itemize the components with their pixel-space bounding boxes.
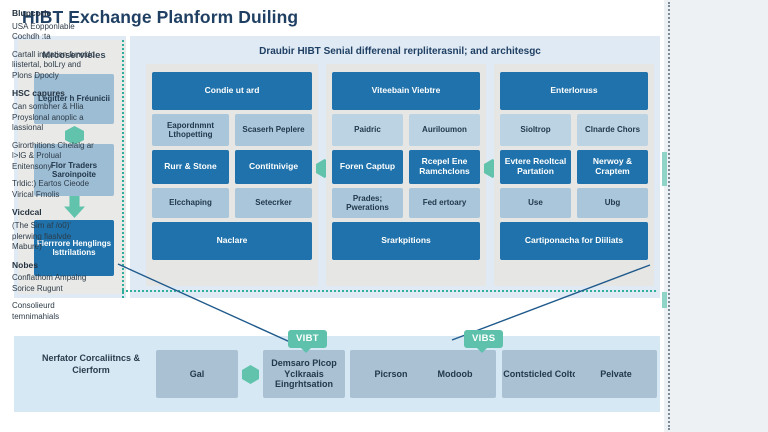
hexagon-connector-icon [65,126,84,145]
microservice-box-2[interactable]: Flor Traders Saroinpoite [34,144,114,196]
note-paragraph-0-1: Cartall imcation funrrdo liistertal, bol… [12,49,95,80]
lower-box-5[interactable]: Contsticled Coltos [502,350,584,398]
note-heading-1: HSC capures [12,88,65,99]
note-paragraph-2-0: (The Sim af /o0)' plerwing fiaslvde Mabu… [12,220,72,252]
lower-panel-label: Nerfator Corcaliitncs & Cierform [41,353,141,376]
note-block-3: Nobes Conflathom Ampalng Sorice Rugunt C… [12,260,100,323]
notes-sidebar [664,0,768,432]
lower-box-6[interactable]: Pelvate [575,350,657,398]
group-3-cell-r2-a[interactable]: Sioltrop [500,114,571,146]
hexagon-connector-lower-1-icon [242,365,259,384]
notes-dotted-border [668,2,670,430]
group-2-cell-r4-b[interactable]: Fed ertoary [409,188,480,218]
note-heading-3: Nobes [12,259,38,270]
architecture-group-1: Condie ut ard Eapordnmnt Lthopetting Sca… [146,64,318,286]
group-1-cell-r5[interactable]: Naclare [152,222,312,260]
sidebar-edge-marker-1 [662,152,667,186]
group-1-cell-r4-a[interactable]: Elcchaping [152,188,229,218]
note-block-1: HSC capures Can sombher & Hlia Proyslona… [12,88,100,200]
group-3-cell-r2-b[interactable]: Clnarde Chors [577,114,648,146]
lower-box-1[interactable]: Gal [156,350,238,398]
tag-vibs[interactable]: VIBS [464,330,504,353]
group-1-cell-r4-b[interactable]: Setecrker [235,188,312,218]
page-title: HIBT Exchange Planform Duiling [22,7,299,27]
note-paragraph-1-2: Trldic:) Eartos Cieode Virical Fmolis [12,179,90,199]
group-3-cell-r3-a[interactable]: Evtere Reoltcal Partation [500,150,571,184]
group-3-cell-r1[interactable]: Enterloruss [500,72,648,110]
note-paragraph-1-0: Can sombher & Hlia Proyslonal anoplic a … [12,101,84,133]
sidebar-edge-marker-2 [662,292,667,308]
note-heading-2: Vicdcal [12,207,42,218]
architecture-group-2: Viteebain Viebtre Paidric Auriloumon For… [326,64,486,286]
group-1-cell-r3-b[interactable]: Contitnivige [235,150,312,184]
microservices-column: Mrcoservieles Legitter h Fréunicii Flor … [18,40,130,294]
architecture-group-3: Enterloruss Sioltrop Clnarde Chors Evter… [494,64,654,286]
tag-vibt[interactable]: VIBT [288,330,327,353]
group-1-cell-r2-a[interactable]: Eapordnmnt Lthopetting [152,114,229,146]
group-3-cell-r4-a[interactable]: Use [500,188,571,218]
microservice-box-1[interactable]: Legitter h Fréunicii [34,74,114,124]
group-1-cell-r3-a[interactable]: Rurr & Stone [152,150,229,184]
main-area-header: Draubir HIBT Senial differenal rerpliter… [259,46,541,57]
dotted-horizontal-divider [122,290,656,292]
microservice-box-3[interactable]: Flerrrore Henglings Isttrilations [34,220,114,276]
note-heading-0: Blupcoric [12,8,52,18]
dotted-vertical-divider [122,40,124,298]
lower-box-2[interactable]: Demsaro Plcop Yclkraais Eingrhtsation [263,350,345,398]
group-2-cell-r4-a[interactable]: Prades; Pwerations [332,188,403,218]
lower-platform-panel: Nerfator Corcaliitncs & Cierform Gal Dem… [14,336,660,412]
lower-box-4[interactable]: Modoob [414,350,496,398]
group-1-cell-r2-b[interactable]: Scaserh Peplere [235,114,312,146]
main-architecture-area: Draubir HIBT Senial differenal rerpliter… [144,40,656,294]
group-3-cell-r5[interactable]: Cartiponacha for Diiliats [500,222,648,260]
group-2-cell-r2-a[interactable]: Paidric [332,114,403,146]
group-2-cell-r1[interactable]: Viteebain Viebtre [332,72,480,110]
group-2-cell-r3-b[interactable]: Rcepel Ene Ramchclons [409,150,480,184]
column-gap-divider [126,36,130,298]
group-3-cell-r4-b[interactable]: Ubg [577,188,648,218]
note-paragraph-0-0: USA Eopponlable Cochdh :ta [12,21,75,42]
microservices-column-title: Mrcoservieles [42,50,106,61]
note-paragraph-3-1: Consolieurd temnimahials [12,301,60,321]
group-3-cell-r3-b[interactable]: Nerwoy & Craptem [577,150,648,184]
upper-architecture-panel: Mrcoservieles Legitter h Fréunicii Flor … [14,36,660,298]
group-2-cell-r3-a[interactable]: Foren Captup [332,150,403,184]
group-1-cell-r1[interactable]: Condie ut ard [152,72,312,110]
group-2-cell-r5[interactable]: Srarkpitions [332,222,480,260]
note-block-2: Vicdcal (The Sim af /o0)' plerwing fiasl… [12,207,100,252]
note-block-0: Blupcoric USA Eopponlable Cochdh :ta Car… [12,8,100,81]
notes-content: Blupcoric USA Eopponlable Cochdh :ta Car… [12,8,100,329]
note-paragraph-1-1: Girorthitions Chelalg ar l>lG & Prolual … [12,140,94,171]
note-paragraph-3-0: Conflathom Ampalng Sorice Rugunt [12,273,87,293]
group-2-cell-r2-b[interactable]: Auriloumon [409,114,480,146]
